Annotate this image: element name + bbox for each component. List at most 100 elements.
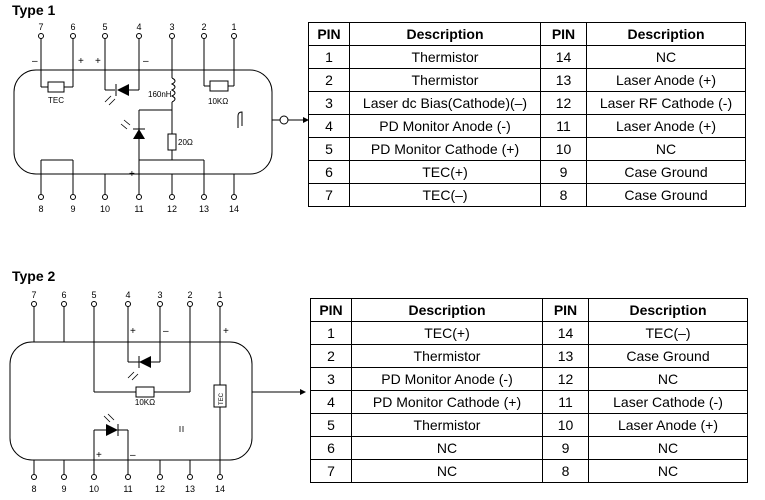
type1-tec-label: TEC — [48, 96, 64, 105]
description-cell: Case Ground — [586, 160, 746, 184]
description-cell: NC — [586, 45, 746, 69]
pin-cell: 1 — [308, 45, 350, 69]
type2-bottom-pin: 13 — [185, 484, 195, 494]
type2-res10k-label: 10KΩ — [135, 398, 155, 407]
col-header-description: Description — [351, 298, 543, 322]
type1-bottom-pin: 11 — [134, 204, 143, 214]
type2-tec-label: TEC — [219, 392, 225, 405]
pin-cell: 2 — [308, 68, 350, 92]
table-header-row: PIN Description PIN Description — [310, 298, 748, 322]
description-cell: Case Ground — [586, 183, 746, 207]
pin-cell: 10 — [540, 137, 587, 161]
pin-cell: 8 — [542, 459, 589, 483]
col-header-pin: PIN — [310, 298, 352, 322]
pin-cell: 5 — [310, 413, 352, 437]
type1-top-pin: 2 — [201, 22, 206, 32]
type1-top-pin: 7 — [38, 22, 43, 32]
description-cell: Thermistor — [349, 45, 541, 69]
description-cell: Case Ground — [588, 344, 748, 368]
description-cell: NC — [588, 459, 748, 483]
type1-bottom-pin: 12 — [167, 204, 177, 214]
description-cell: PD Monitor Cathode (+) — [351, 390, 543, 414]
table-row: 5 PD Monitor Cathode (+) 10 NC — [308, 137, 746, 161]
type2-plus-sign: + — [223, 326, 229, 337]
description-cell: NC — [588, 436, 748, 460]
description-cell: TEC(+) — [349, 160, 541, 184]
pin-cell: 14 — [542, 321, 589, 345]
description-cell: PD Monitor Cathode (+) — [349, 137, 541, 161]
col-header-pin: PIN — [542, 298, 589, 322]
type2-bottom-pin: 14 — [215, 484, 225, 494]
description-cell: NC — [586, 137, 746, 161]
table-row: 3 PD Monitor Anode (-) 12 NC — [310, 367, 748, 391]
description-cell: TEC(–) — [588, 321, 748, 345]
pin-cell: 6 — [308, 160, 350, 184]
type2-title: Type 2 — [12, 268, 56, 284]
description-cell: PD Monitor Anode (-) — [349, 114, 541, 138]
description-cell: Laser Cathode (-) — [588, 390, 748, 414]
type1-schematic: 7 6 5 4 3 2 1 8 9 10 11 12 13 14 — [13, 22, 309, 214]
type2-plus-sign: + — [96, 450, 102, 461]
description-cell: Thermistor — [351, 344, 543, 368]
type1-inductor-label: 160nH — [148, 90, 172, 99]
description-cell: TEC(–) — [349, 183, 541, 207]
pin-cell: 9 — [540, 160, 587, 184]
type1-bottom-pin: 9 — [70, 204, 75, 214]
description-cell: Laser RF Cathode (-) — [586, 91, 746, 115]
col-header-description: Description — [586, 22, 746, 46]
description-cell: PD Monitor Anode (-) — [351, 367, 543, 391]
pin-cell: 5 — [308, 137, 350, 161]
col-header-pin: PIN — [308, 22, 350, 46]
table-row: 2 Thermistor 13 Case Ground — [310, 344, 748, 368]
type2-package — [9, 341, 253, 461]
type1-top-pin: 5 — [102, 22, 107, 32]
pin-cell: 12 — [540, 91, 587, 115]
pin-cell: 3 — [308, 91, 350, 115]
table-row: 2 Thermistor 13 Laser Anode (+) — [308, 68, 746, 92]
table-row: 1 TEC(+) 14 TEC(–) — [310, 321, 748, 345]
type2-minus-sign: – — [130, 450, 136, 461]
type2-top-pin: 6 — [61, 290, 66, 300]
description-cell: Thermistor — [349, 68, 541, 92]
pin-cell: 6 — [310, 436, 352, 460]
description-cell: Laser Anode (+) — [586, 68, 746, 92]
pin-cell: 2 — [310, 344, 352, 368]
type1-res10k-label: 10KΩ — [208, 97, 228, 106]
type2-top-pin: 7 — [31, 290, 36, 300]
pin-cell: 9 — [542, 436, 589, 460]
type1-plus-sign: + — [78, 56, 84, 67]
type2-schematic: 7 6 5 4 3 2 1 8 9 10 11 12 13 14 — [9, 290, 306, 494]
type1-bottom-pin: 10 — [100, 204, 110, 214]
type1-res20-label: 20Ω — [178, 138, 193, 147]
pin-cell: 7 — [310, 459, 352, 483]
description-cell: Laser dc Bias(Cathode)(–) — [349, 91, 541, 115]
type2-bottom-pin: 11 — [123, 484, 132, 494]
type1-top-pin: 1 — [231, 22, 236, 32]
pin-cell: 12 — [542, 367, 589, 391]
pin-cell: 13 — [540, 68, 587, 92]
type1-top-pin: 3 — [169, 22, 174, 32]
type2-bottom-pin: 12 — [155, 484, 165, 494]
type1-package — [13, 69, 273, 175]
type2-pin-table: PIN Description PIN Description 1 TEC(+)… — [310, 298, 748, 483]
type2-top-pin: 5 — [91, 290, 96, 300]
type1-minus-sign: – — [32, 56, 38, 67]
pin-cell: 1 — [310, 321, 352, 345]
type2-minus-sign: – — [163, 326, 169, 337]
type2-top-pin: 3 — [157, 290, 162, 300]
pin-cell: 8 — [540, 183, 587, 207]
type1-title: Type 1 — [12, 2, 56, 18]
description-cell: NC — [351, 436, 543, 460]
type1-pin-table: PIN Description PIN Description 1 Thermi… — [308, 22, 746, 207]
type2-top-pin: 2 — [187, 290, 192, 300]
description-cell: Laser Anode (+) — [586, 114, 746, 138]
description-cell: Thermistor — [351, 413, 543, 437]
col-header-description: Description — [588, 298, 748, 322]
col-header-pin: PIN — [540, 22, 587, 46]
type1-plus-sign: + — [129, 169, 135, 180]
table-row: 7 TEC(–) 8 Case Ground — [308, 183, 746, 207]
description-cell: NC — [588, 367, 748, 391]
description-cell: NC — [351, 459, 543, 483]
table-row: 3 Laser dc Bias(Cathode)(–) 12 Laser RF … — [308, 91, 746, 115]
pin-cell: 13 — [542, 344, 589, 368]
